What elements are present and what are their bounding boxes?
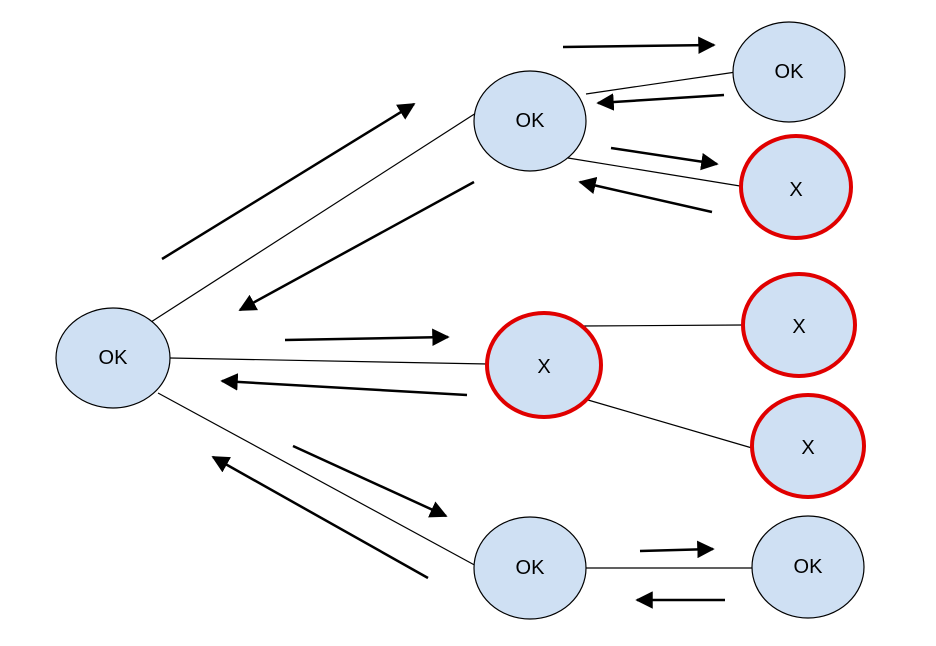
edge-middle-middle-child-2 [587, 399, 753, 449]
edge-root-middle [169, 357, 489, 365]
node-middle: X [485, 311, 603, 419]
arrow-response-bottom-root [211, 455, 429, 580]
arrow-request-top-top-child-x [610, 146, 719, 171]
message-arrows [161, 36, 725, 609]
edge-middle-middle-child-1 [581, 324, 743, 327]
arrow-response-top-root [238, 180, 475, 312]
node-bottom-label: OK [516, 557, 546, 579]
node-top-child-ok: OK [732, 21, 846, 123]
arrow-response-middle-root [220, 373, 468, 397]
edge-top-top-child-ok [585, 71, 737, 95]
node-middle-child-1-circle [741, 272, 857, 378]
arrow-request-top-top-child-ok [562, 36, 716, 54]
node-bottom-circle [473, 516, 587, 620]
node-root-circle [55, 307, 171, 409]
node-middle-circle [485, 311, 603, 419]
node-root-label: OK [99, 347, 129, 369]
node-middle-child-2-label: X [801, 437, 814, 459]
node-middle-child-1-label: X [792, 316, 805, 338]
node-bottom-child: OK [751, 515, 865, 619]
edge-root-top [150, 112, 477, 323]
edge-root-bottom [157, 392, 481, 569]
node-top-label: OK [516, 110, 546, 132]
node-middle-label: X [537, 356, 550, 378]
node-root: OK [55, 307, 171, 409]
node-bottom-child-label: OK [794, 556, 824, 578]
node-top-child-ok-circle [732, 21, 846, 123]
node-middle-child-2-circle [750, 393, 866, 499]
arrow-request-root-top [161, 102, 416, 261]
arrow-response-top-child-x-top [578, 176, 713, 214]
arrow-request-root-middle [284, 328, 450, 347]
arrow-response-top-child-ok-top [596, 93, 725, 111]
node-middle-child-1: X [741, 272, 857, 378]
node-bottom: OK [473, 516, 587, 620]
node-bottom-child-circle [751, 515, 865, 619]
node-top-child-x-label: X [789, 179, 802, 201]
arrow-request-bottom-bottom-child [639, 540, 715, 559]
node-top-child-ok-label: OK [775, 61, 805, 83]
node-top: OK [473, 70, 587, 172]
edges [150, 71, 753, 569]
node-middle-child-2: X [750, 393, 866, 499]
node-top-circle [473, 70, 587, 172]
arrow-request-root-bottom [292, 444, 448, 518]
node-top-child-x-circle [739, 134, 853, 240]
edge-top-top-child-x [567, 157, 741, 187]
node-top-child-x: X [739, 134, 853, 240]
